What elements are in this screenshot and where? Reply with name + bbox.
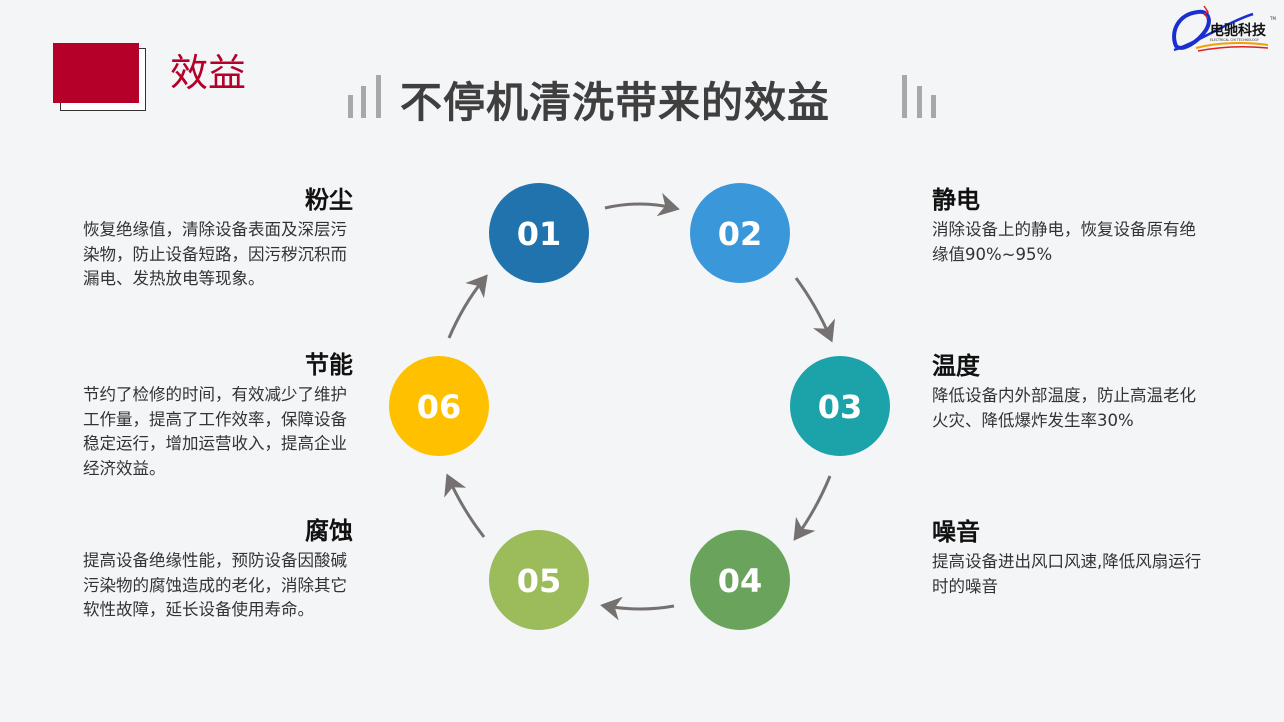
step-number: 06 <box>417 388 462 426</box>
step-06: 06 <box>389 356 489 456</box>
step-number: 03 <box>818 388 863 426</box>
title-deco-bar <box>931 95 936 118</box>
step-03: 03 <box>790 356 890 456</box>
benefit-title: 温度 <box>932 352 980 380</box>
benefit-text: 降低设备内外部温度，防止高温老化火灾、降低爆炸发生率30% <box>932 386 1196 430</box>
step-05: 05 <box>489 530 589 630</box>
benefit-temperature: 温度 降低设备内外部温度，防止高温老化火灾、降低爆炸发生率30% <box>932 350 1202 433</box>
cycle-arrow <box>604 192 680 217</box>
benefit-title: 腐蚀 <box>305 517 353 545</box>
benefit-text: 提高设备绝缘性能，预防设备因酸碱污染物的腐蚀造成的老化，消除其它软性故障，延长设… <box>83 551 347 619</box>
step-circle <box>690 530 790 630</box>
benefit-text: 恢复绝缘值，清除设备表面及深层污染物，防止设备短路，因污秽沉积而漏电、发热放电等… <box>83 220 347 288</box>
benefit-text: 提高设备进出风口风速,降低风扇运行时的噪音 <box>932 552 1202 596</box>
benefit-text: 节约了检修的时间，有效减少了维护工作量，提高了工作效率，保障设备稳定运行，增加运… <box>83 385 347 478</box>
step-circle <box>489 183 589 283</box>
step-02: 02 <box>690 183 790 283</box>
title-deco-bar <box>917 86 922 118</box>
cycle-arrow <box>794 277 835 343</box>
company-logo: 电驰科技 TM ELECTRICAL CHI TECHNOLOGY <box>1168 2 1276 56</box>
benefit-title: 粉尘 <box>305 186 353 214</box>
step-circle <box>690 183 790 283</box>
cycle-arrow <box>447 274 488 339</box>
step-01: 01 <box>489 183 589 283</box>
section-marker <box>53 43 139 103</box>
step-number: 04 <box>718 562 763 600</box>
section-label: 效益 <box>170 51 247 95</box>
cycle-arrow <box>600 596 675 621</box>
step-04: 04 <box>690 530 790 630</box>
benefit-dust: 粉尘 恢复绝缘值，清除设备表面及深层污染物，防止设备短路，因污秽沉积而漏电、发热… <box>83 184 353 292</box>
logo-subtext: ELECTRICAL CHI TECHNOLOGY <box>1210 38 1259 42</box>
step-number: 01 <box>517 215 562 253</box>
benefit-energy-saving: 节能 节约了检修的时间，有效减少了维护工作量，提高了工作效率，保障设备稳定运行，… <box>83 349 353 481</box>
benefit-title: 静电 <box>932 186 980 214</box>
benefit-title: 噪音 <box>932 518 980 546</box>
cycle-arrow <box>793 475 832 541</box>
cycle-arrow <box>444 473 486 538</box>
title-deco-bar <box>902 75 907 118</box>
benefit-text: 消除设备上的静电，恢复设备原有绝缘值90%~95% <box>932 220 1196 264</box>
title-deco-bar <box>348 95 353 118</box>
step-circle <box>790 356 890 456</box>
logo-tm: TM <box>1269 16 1276 21</box>
step-number: 02 <box>718 215 763 253</box>
title-deco-bar <box>376 75 381 118</box>
title-deco-bar <box>361 86 366 118</box>
benefit-corrosion: 腐蚀 提高设备绝缘性能，预防设备因酸碱污染物的腐蚀造成的老化，消除其它软性故障，… <box>83 515 353 623</box>
benefit-static: 静电 消除设备上的静电，恢复设备原有绝缘值90%~95% <box>932 184 1202 267</box>
step-circle <box>389 356 489 456</box>
logo-text: 电驰科技 <box>1210 22 1267 39</box>
step-circle <box>489 530 589 630</box>
page-title: 不停机清洗带来的效益 <box>400 78 831 127</box>
benefit-title: 节能 <box>305 351 353 379</box>
benefit-noise: 噪音 提高设备进出风口风速,降低风扇运行时的噪音 <box>932 516 1202 599</box>
step-number: 05 <box>517 562 562 600</box>
